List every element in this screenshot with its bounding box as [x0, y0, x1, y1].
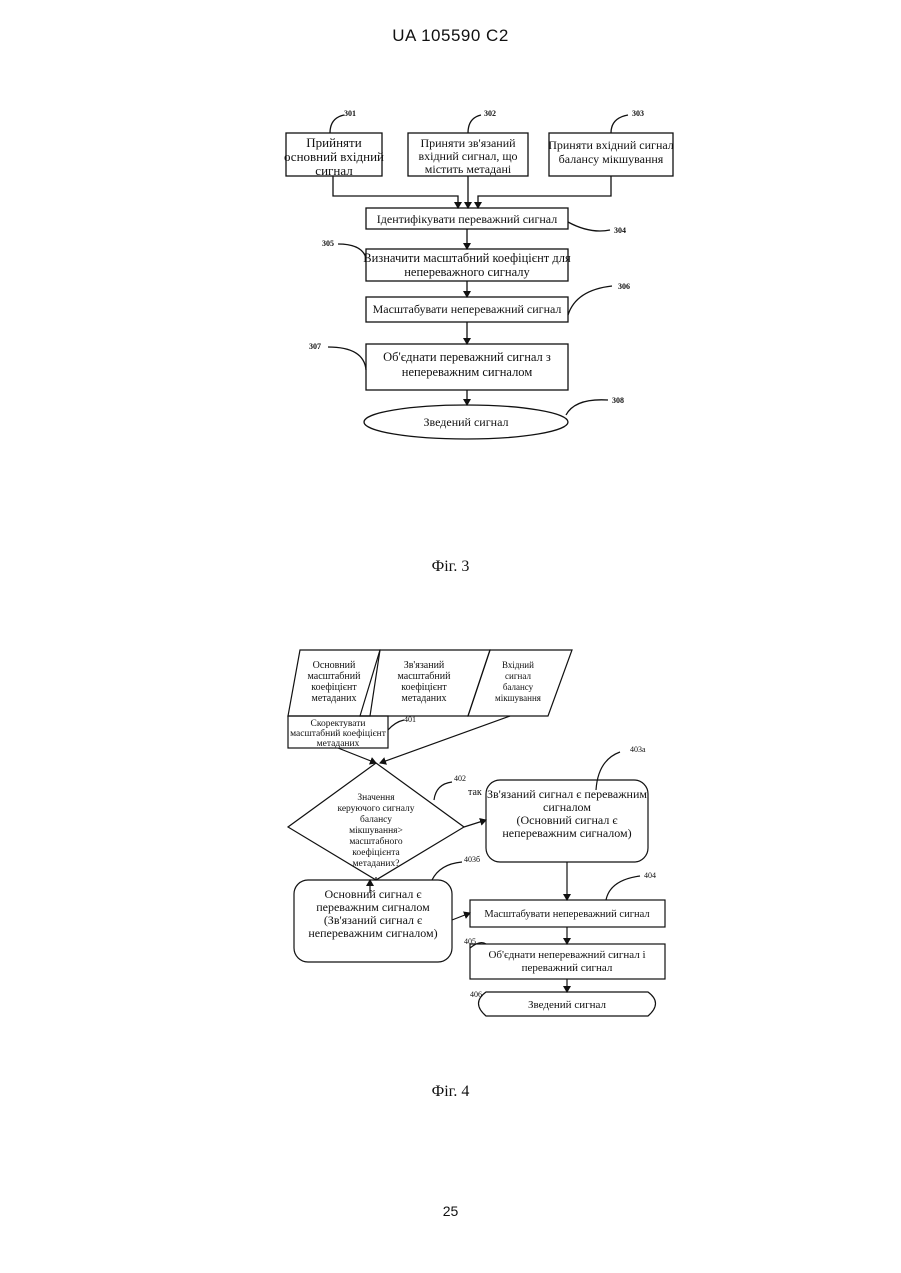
svg-text:406: 406 — [470, 990, 482, 999]
svg-text:Зв'язаниймасштабнийкоефіцієнтм: Зв'язаниймасштабнийкоефіцієнтметаданих — [398, 660, 452, 704]
svg-text:Основниймасштабнийкоефіцієнтме: Основниймасштабнийкоефіцієнтметаданих — [308, 660, 362, 704]
svg-text:Вхіднийсигналбалансумікшування: Вхіднийсигналбалансумікшування — [495, 660, 541, 703]
svg-text:403б: 403б — [464, 855, 480, 864]
svg-text:Основний сигнал єпереважним си: Основний сигнал єпереважним сигналом(Зв'… — [308, 887, 437, 940]
svg-text:Зведений сигнал: Зведений сигнал — [528, 999, 606, 1011]
svg-text:Значеннякеруючого сигналубалан: Значеннякеруючого сигналубалансумікшуван… — [337, 793, 414, 869]
figure-4-caption: Фіг. 4 — [0, 1083, 901, 1101]
svg-text:Скоректуватимасштабний коефіці: Скоректуватимасштабний коефіцієнтметадан… — [290, 719, 387, 749]
svg-text:405: 405 — [464, 937, 476, 946]
svg-text:Масштабувати непереважний сигн: Масштабувати непереважний сигнал — [484, 909, 649, 920]
svg-text:так: так — [468, 787, 482, 798]
svg-text:404: 404 — [644, 871, 656, 880]
figure-4-flowchart: Основниймасштабнийкоефіцієнтметаданих Зв… — [0, 0, 901, 1080]
svg-text:Зв'язаний сигнал є переважнимс: Зв'язаний сигнал є переважнимсигналом(Ос… — [487, 787, 647, 840]
svg-text:Об'єднати непереважний сигнал: Об'єднати непереважний сигнал іпереважни… — [488, 949, 645, 974]
svg-text:401: 401 — [404, 715, 416, 724]
svg-text:402: 402 — [454, 774, 466, 783]
svg-text:403а: 403а — [630, 745, 646, 754]
page-number: 25 — [0, 1203, 901, 1219]
